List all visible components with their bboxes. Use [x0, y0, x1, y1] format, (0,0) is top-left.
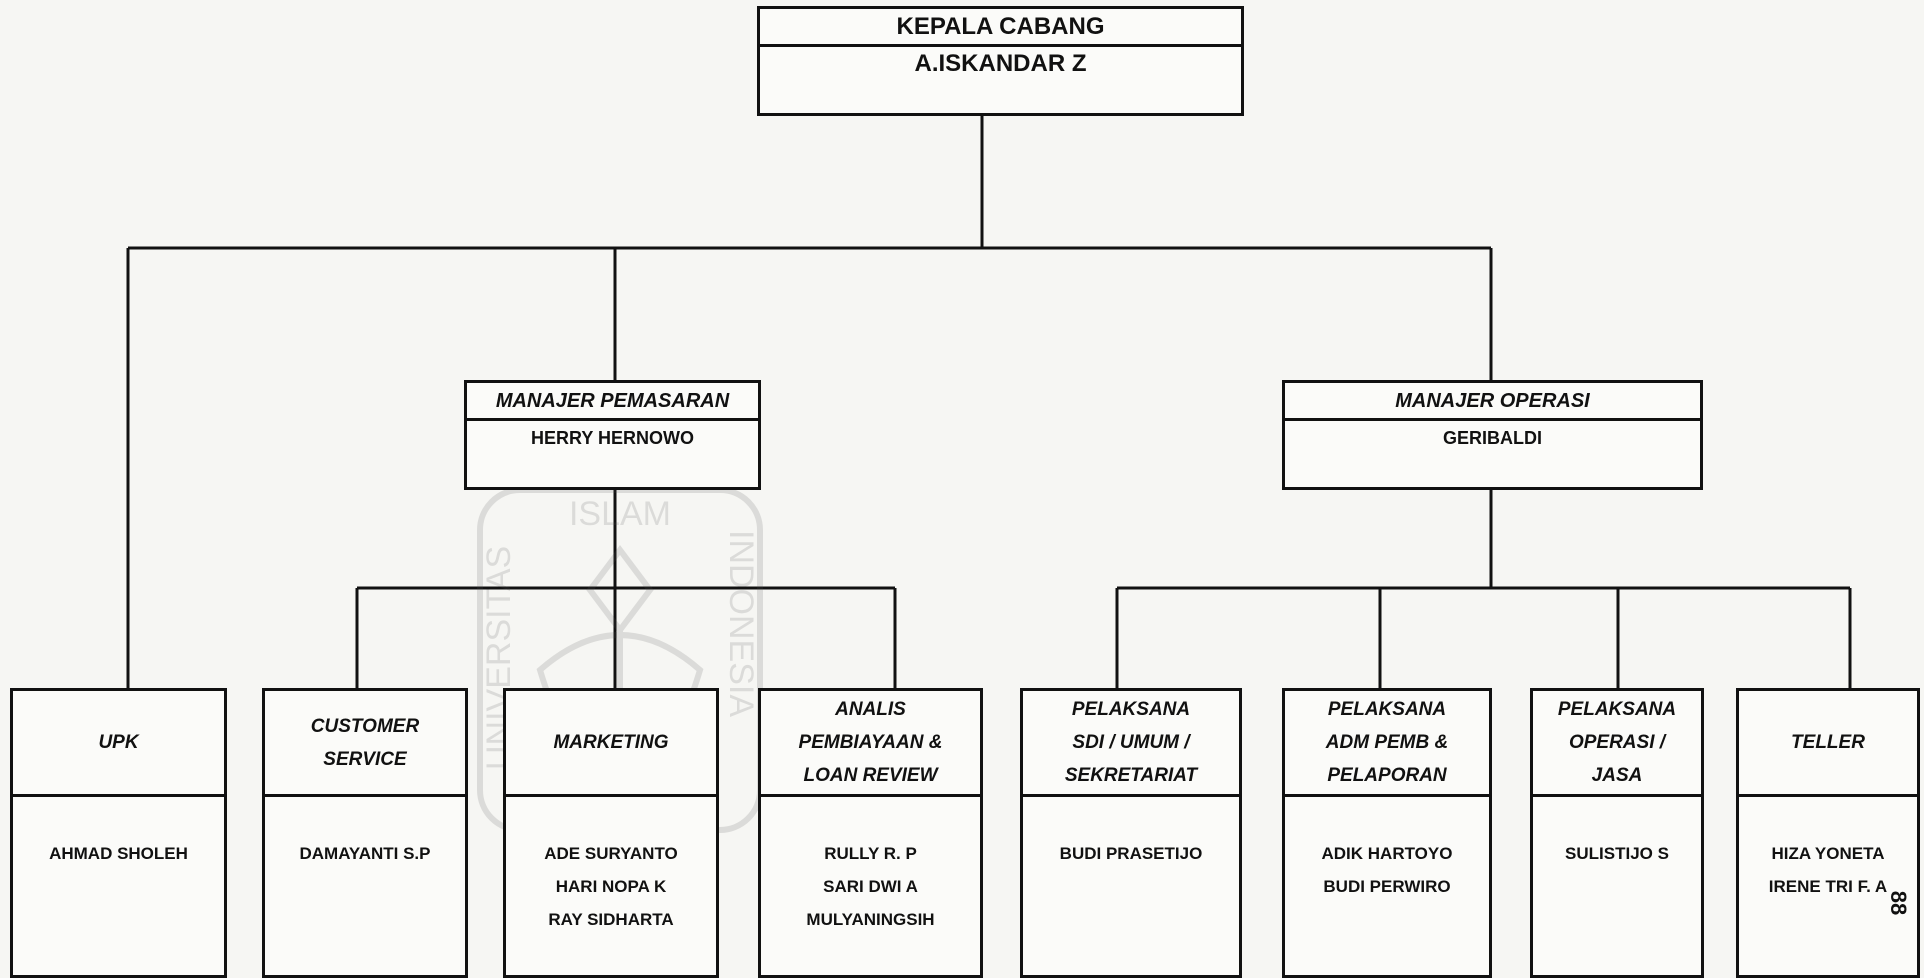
marketing-manager-name: HERRY HERNOWO	[530, 428, 694, 448]
unit-title-line: PELAKSANA	[1327, 699, 1447, 720]
head-of-branch-box: KEPALA CABANG A.ISKANDAR Z	[757, 6, 1244, 116]
unit-title: CUSTOMER SERVICE	[265, 691, 465, 797]
unit-box-marketing: MARKETING ADE SURYANTO HARI NOPA K RAY S…	[503, 688, 719, 978]
unit-box-teller: TELLER HIZA YONETA IRENE TRI F. A	[1736, 688, 1920, 978]
connector-lines	[126, 114, 1852, 690]
unit-title-line: PELAPORAN	[1327, 765, 1447, 786]
unit-name: ADE SURYANTO	[544, 844, 678, 863]
unit-title-line: CUSTOMER	[310, 715, 420, 737]
marketing-manager-names: HERRY HERNOWO	[467, 421, 758, 487]
head-of-branch-title-text: KEPALA CABANG	[896, 12, 1105, 40]
unit-names: ADE SURYANTO HARI NOPA K RAY SIDHARTA	[506, 797, 716, 936]
unit-title-line: SEKRETARIAT	[1064, 765, 1198, 786]
operations-manager-title: MANAJER OPERASI	[1285, 383, 1700, 421]
unit-name: ADIK HARTOYO	[1321, 844, 1453, 863]
unit-name: BUDI PERWIRO	[1323, 877, 1451, 896]
unit-names: RULLY R. P SARI DWI A MULYANINGSIH	[761, 797, 980, 936]
operations-manager-names: GERIBALDI	[1285, 421, 1700, 487]
unit-box-sdi-general-secretariat: PELAKSANA SDI / UMUM / SEKRETARIAT BUDI …	[1020, 688, 1242, 978]
unit-box-financing-admin-reporting: PELAKSANA ADM PEMB & PELAPORAN ADIK HART…	[1282, 688, 1492, 978]
unit-names: SULISTIJO S	[1533, 797, 1701, 870]
head-of-branch-name: A.ISKANDAR Z	[914, 50, 1087, 77]
unit-name: HARI NOPA K	[555, 877, 667, 896]
unit-box-customer-service: CUSTOMER SERVICE DAMAYANTI S.P	[262, 688, 468, 978]
unit-title: MARKETING	[506, 691, 716, 797]
unit-name: RAY SIDHARTA	[548, 910, 674, 929]
marketing-manager-title-text: MANAJER PEMASARAN	[495, 389, 730, 412]
unit-box-upk: UPK AHMAD SHOLEH	[10, 688, 227, 978]
unit-title-line: PELAKSANA	[1557, 699, 1677, 720]
unit-names: HIZA YONETA IRENE TRI F. A	[1739, 797, 1917, 903]
unit-name: IRENE TRI F. A	[1768, 877, 1888, 896]
unit-names: AHMAD SHOLEH	[13, 797, 224, 870]
unit-name: SARI DWI A	[823, 877, 918, 896]
unit-title-line: UPK	[98, 732, 139, 753]
unit-title: PELAKSANA OPERASI / JASA	[1533, 691, 1701, 797]
unit-title-line: SERVICE	[323, 748, 407, 770]
unit-title-line: JASA	[1591, 765, 1643, 786]
unit-title-line: OPERASI /	[1568, 732, 1666, 753]
unit-name: BUDI PRASETIJO	[1059, 844, 1203, 863]
unit-title-line: LOAN REVIEW	[803, 765, 938, 786]
unit-names: BUDI PRASETIJO	[1023, 797, 1239, 870]
unit-names: DAMAYANTI S.P	[265, 797, 465, 870]
unit-title-line: ADM PEMB &	[1325, 732, 1449, 753]
unit-name: SULISTIJO S	[1565, 844, 1669, 863]
unit-title: PELAKSANA SDI / UMUM / SEKRETARIAT	[1023, 691, 1239, 797]
unit-title-line: SDI / UMUM /	[1072, 732, 1190, 753]
marketing-manager-title: MANAJER PEMASARAN	[467, 383, 758, 421]
unit-title-line: TELLER	[1791, 732, 1865, 753]
operations-manager-title-text: MANAJER OPERASI	[1395, 389, 1590, 412]
unit-box-operations-services: PELAKSANA OPERASI / JASA SULISTIJO S	[1530, 688, 1704, 978]
unit-title-line: PELAKSANA	[1071, 699, 1191, 720]
head-of-branch-names: A.ISKANDAR Z	[760, 47, 1241, 113]
marketing-manager-box: MANAJER PEMASARAN HERRY HERNOWO	[464, 380, 761, 490]
watermark-text-indonesia: INDONESIA	[722, 530, 760, 717]
watermark-text-islam: ISLAM	[569, 495, 671, 533]
head-of-branch-title: KEPALA CABANG	[760, 9, 1241, 47]
page-number: 88	[1886, 890, 1912, 916]
unit-title-line: ANALIS	[835, 699, 906, 720]
unit-name: MULYANINGSIH	[806, 910, 935, 929]
unit-box-financing-analyst: ANALIS PEMBIAYAAN & LOAN REVIEW RULLY R.…	[758, 688, 983, 978]
unit-title: PELAKSANA ADM PEMB & PELAPORAN	[1285, 691, 1489, 797]
unit-title: ANALIS PEMBIAYAAN & LOAN REVIEW	[761, 691, 980, 797]
unit-name: HIZA YONETA	[1771, 844, 1885, 863]
unit-name: AHMAD SHOLEH	[49, 844, 188, 863]
unit-name: RULLY R. P	[824, 844, 917, 863]
unit-title: UPK	[13, 691, 224, 797]
operations-manager-name: GERIBALDI	[1443, 428, 1542, 448]
unit-title-line: PEMBIAYAAN &	[798, 732, 943, 753]
unit-title-line: MARKETING	[553, 732, 669, 753]
unit-title: TELLER	[1739, 691, 1917, 797]
operations-manager-box: MANAJER OPERASI GERIBALDI	[1282, 380, 1703, 490]
unit-names: ADIK HARTOYO BUDI PERWIRO	[1285, 797, 1489, 903]
unit-name: DAMAYANTI S.P	[299, 844, 431, 863]
